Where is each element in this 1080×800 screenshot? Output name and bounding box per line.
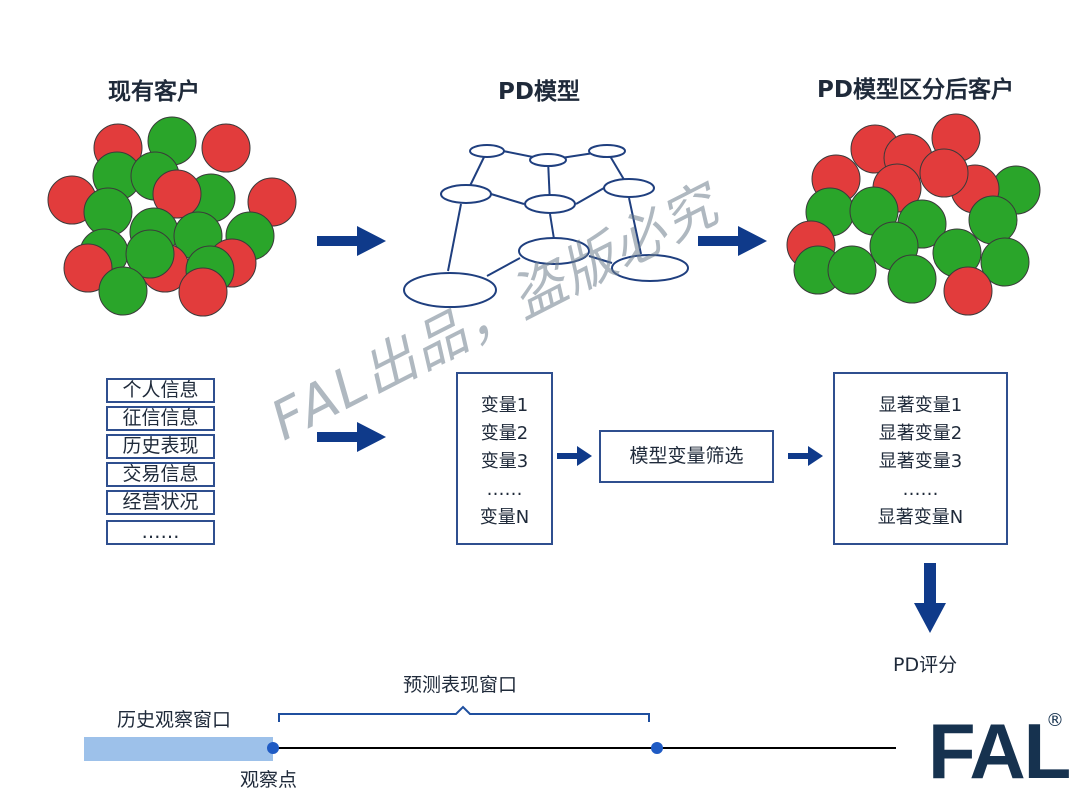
- history-window-label: 历史观察窗口: [117, 709, 232, 731]
- fal-logo: FAL: [928, 707, 1071, 795]
- observation-point-marker: [267, 742, 279, 754]
- arrow-down-icon: [914, 563, 946, 633]
- variable-item: 变量1: [480, 395, 529, 416]
- registered-mark: ®: [1046, 710, 1064, 731]
- variable-item: 变量3: [480, 451, 529, 472]
- variable-item: 变量2: [480, 423, 529, 444]
- history-window-bar: [84, 737, 273, 761]
- title-pd-model: PD模型: [498, 79, 580, 105]
- arrow-right-icon: [788, 446, 823, 466]
- info-item: 经营状况: [106, 490, 215, 515]
- model-variable-selection-box: 模型变量筛选: [599, 430, 774, 483]
- observation-point-label: 观察点: [240, 769, 298, 791]
- arrow-right-icon: [557, 446, 592, 466]
- info-item: 个人信息: [106, 378, 215, 403]
- prediction-end-marker: [651, 742, 663, 754]
- variable-item: ……: [486, 479, 523, 500]
- title-existing-customers: 现有客户: [108, 79, 200, 105]
- significant-variable-item: ……: [902, 479, 939, 500]
- variables-box: 变量1 变量2 变量3 …… 变量N: [456, 372, 553, 545]
- significant-variables-box: 显著变量1 显著变量2 显著变量3 …… 显著变量N: [833, 372, 1008, 545]
- arrow-right-icon: [317, 226, 386, 256]
- info-item: 征信信息: [106, 406, 215, 431]
- prediction-window-label: 预测表现窗口: [403, 674, 518, 696]
- significant-variable-item: 显著变量N: [877, 507, 964, 528]
- significant-variable-item: 显著变量1: [878, 395, 963, 416]
- segmented-customer-cluster: [786, 113, 1041, 316]
- pd-model-network: [403, 144, 689, 308]
- significant-variable-item: 显著变量3: [878, 451, 963, 472]
- pd-score-label: PD评分: [893, 654, 958, 676]
- title-segmented-customers: PD模型区分后客户: [817, 77, 1014, 103]
- variable-item: 变量N: [479, 507, 530, 528]
- significant-variable-item: 显著变量2: [878, 423, 963, 444]
- info-item: 交易信息: [106, 462, 215, 487]
- selection-label: 模型变量筛选: [629, 445, 744, 467]
- arrow-right-icon: [698, 226, 767, 256]
- existing-customer-cluster: [47, 116, 297, 317]
- prediction-window-brace: [278, 705, 650, 722]
- arrow-right-icon: [317, 422, 386, 452]
- info-item: ……: [106, 520, 215, 545]
- info-item: 历史表现: [106, 434, 215, 459]
